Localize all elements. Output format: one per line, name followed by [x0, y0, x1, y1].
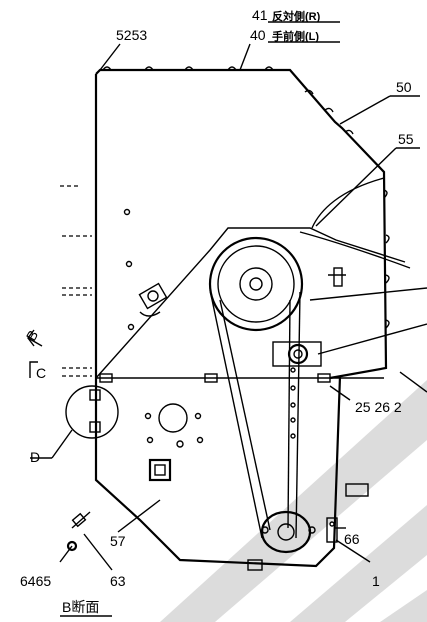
detail-circle [30, 385, 119, 459]
label-41-text: 反対側(R) [272, 9, 321, 23]
label-41-num: 41 [252, 7, 268, 23]
pulley-upper [208, 236, 304, 332]
leader-lines [99, 43, 427, 563]
label-6465: 6465 [20, 573, 51, 589]
pulley-lower [260, 510, 338, 554]
lever-icon [138, 282, 168, 317]
label-63: 63 [110, 573, 126, 589]
label-57: 57 [110, 533, 126, 549]
label-25-26: 25 26 2 [355, 399, 402, 415]
drive-belt [209, 289, 301, 539]
section-caption: B断面 [62, 599, 99, 615]
label-view-b: B [23, 327, 42, 343]
view-b-marker [27, 329, 43, 347]
view-c-marker [29, 361, 38, 378]
label-40-num: 40 [250, 27, 266, 43]
label-55: 55 [398, 131, 414, 147]
label-50: 50 [396, 79, 412, 95]
tensioner-box [272, 341, 322, 367]
label-d: D [30, 449, 40, 465]
label-5253: 5253 [116, 27, 147, 43]
label-40-text: 手前側(L) [272, 29, 319, 43]
bolt-part [59, 511, 113, 571]
label-1: 1 [372, 573, 380, 589]
lower-housing [94, 373, 369, 571]
label-66: 66 [344, 531, 360, 547]
label-view-c: C [36, 365, 46, 381]
